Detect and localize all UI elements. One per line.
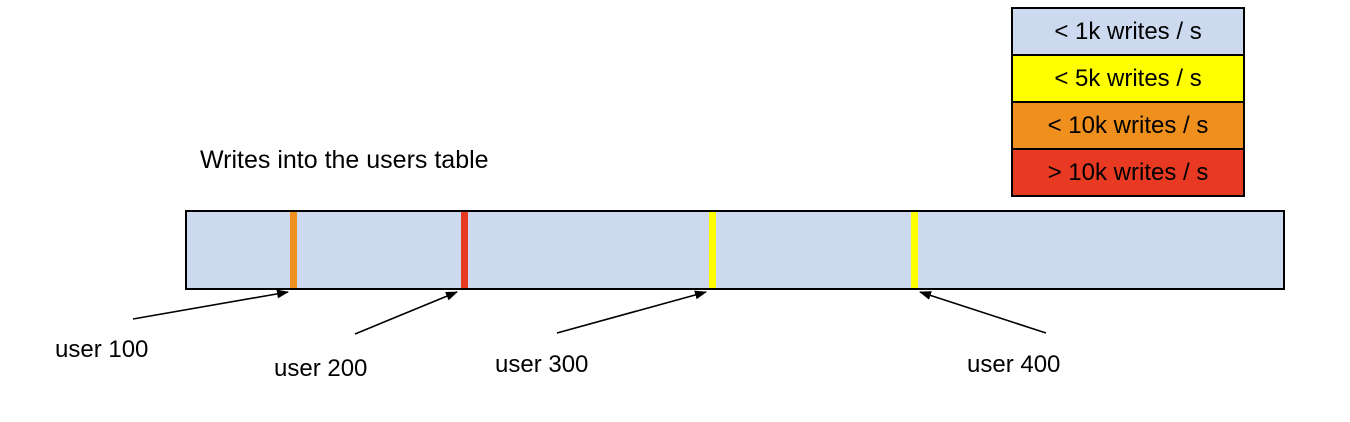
hotspot-stripe-user-200: [461, 212, 468, 288]
legend-item-label: < 10k writes / s: [1047, 111, 1209, 139]
label-user-300: user 300: [495, 351, 589, 378]
legend-item-label: < 1k writes / s: [1054, 17, 1202, 45]
legend-item-lt-5k: < 5k writes / s: [1013, 54, 1243, 101]
legend-item-lt-10k: < 10k writes / s: [1013, 101, 1243, 148]
users-table-bar: [185, 210, 1285, 290]
legend: < 1k writes / s < 5k writes / s < 10k writ…: [1011, 7, 1245, 197]
arrow-user-300: [556, 290, 707, 334]
legend-item-label: < 5k writes / s: [1054, 64, 1202, 92]
label-user-100: user 100: [55, 336, 149, 363]
arrow-user-100: [132, 289, 289, 320]
legend-item-label: > 10k writes / s: [1047, 158, 1209, 186]
arrow-user-200: [354, 291, 458, 335]
hotspot-stripe-user-100: [290, 212, 297, 288]
hotspot-stripe-user-400: [911, 212, 918, 288]
hotspot-stripe-user-300: [709, 212, 716, 288]
label-user-400: user 400: [967, 351, 1061, 378]
legend-item-gt-10k: > 10k writes / s: [1013, 148, 1243, 195]
label-user-200: user 200: [274, 355, 368, 382]
arrow-user-400: [919, 291, 1047, 334]
diagram-title: Writes into the users table: [200, 146, 489, 174]
legend-item-lt-1k: < 1k writes / s: [1013, 9, 1243, 54]
